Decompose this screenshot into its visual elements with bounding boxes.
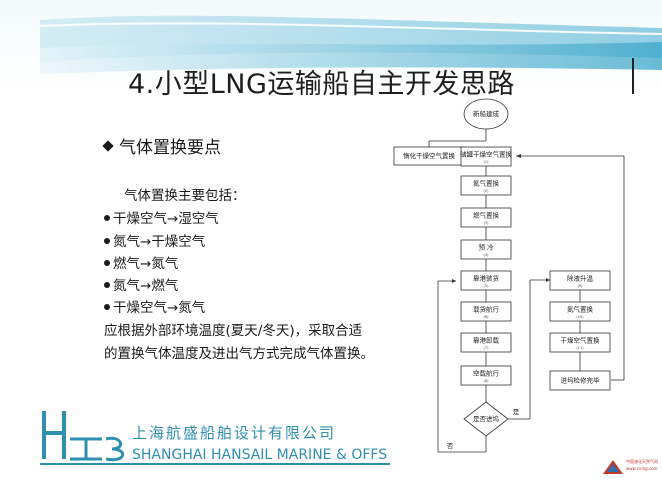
dot-bullet-icon (104, 304, 110, 310)
flow-right-step-label: 进坞检修完毕 (561, 376, 601, 385)
list-item: 氮气→燃气 (104, 274, 178, 294)
arrow-icon: → (140, 234, 152, 250)
flow-right-step (549, 370, 611, 391)
watermark-logo (603, 460, 623, 474)
watermark-text-cn: 中国液化天然气网 (626, 459, 658, 464)
item-to: 氮气 (178, 300, 206, 316)
flowchart: 新船建成 惰化干燥空气置换 储罐干燥空气置换(1)氮气置换(2)燃气置换(3)预… (393, 98, 625, 453)
flow-no-label: 否 (447, 442, 454, 450)
list-item: 干燥空气→氮气 (104, 296, 205, 316)
flow-step-label: 载货航行 (473, 305, 500, 314)
dot-bullet-icon (104, 215, 110, 221)
dot-bullet-icon (104, 282, 110, 288)
section-heading-text: 气体置换要点 (119, 138, 221, 158)
dot-bullet-icon (104, 260, 110, 266)
item-from: 氮气 (113, 234, 140, 250)
flow-right-step-label: 除液升温 (567, 274, 594, 283)
section-heading: 气体置换要点 (102, 133, 221, 158)
item-to: 湿空气 (178, 211, 219, 227)
item-from: 燃气 (113, 256, 140, 272)
watermark-text-en: www.cnlng.com (626, 466, 658, 471)
flow-step-label: 燃气置换 (473, 211, 500, 220)
list-item: 干燥空气→湿空气 (104, 207, 219, 227)
item-from: 干燥空气 (113, 300, 167, 316)
arrow-icon: → (167, 300, 179, 316)
slide-title: 4.小型LNG运输船自主开发思路 (128, 69, 515, 100)
list-item: 燃气→氮气 (104, 252, 178, 272)
company-name-en: SHANGHAI HANSAIL MARINE & OFFS (132, 447, 388, 463)
flow-step-number: (6) (484, 315, 490, 319)
item-from: 干燥空气 (113, 211, 167, 227)
item-to: 干燥空气 (151, 234, 206, 250)
flow-right-step-number: (10) (576, 315, 584, 319)
flow-right-step-label: 干燥空气置换 (561, 336, 601, 345)
flow-step-label: 储罐干燥空气置换 (460, 150, 513, 159)
title-divider (632, 58, 634, 94)
note-line-1: 应根据外部环境温度(夏天/冬天)，采取合适 (104, 323, 363, 339)
flow-step-label: 靠港卸载 (473, 336, 500, 345)
intro-text: 气体置换主要包括： (124, 188, 246, 204)
flow-right-step-number: (9) (578, 284, 584, 288)
flow-step-label: 氮气置换 (473, 179, 500, 188)
arrow-icon: → (167, 211, 179, 227)
flow-step-number: (8) (484, 379, 490, 383)
diamond-bullet-icon (102, 140, 114, 152)
flow-step-number: (5) (484, 284, 490, 288)
flow-step-number: (3) (484, 221, 490, 225)
item-to: 燃气 (151, 278, 179, 294)
flow-step-label: 靠港装货 (473, 274, 500, 283)
flow-step-label: 空载航行 (473, 369, 500, 378)
flow-yes-label: 是 (513, 408, 520, 416)
item-to: 氮气 (151, 256, 179, 272)
company-name-cn: 上海航盛船舶设计有限公司 (132, 424, 337, 442)
note-line-2: 的置换气体温度及进出气方式完成气体置换。 (104, 346, 374, 362)
flow-step-number: (2) (484, 189, 490, 193)
header-banner (0, 0, 662, 95)
item-from: 氮气 (113, 278, 140, 294)
flow-decision-label: 是否进坞 (473, 414, 500, 423)
flow-step-number: (7) (484, 346, 490, 350)
flow-left-label: 惰化干燥空气置换 (403, 151, 456, 160)
arrow-icon: → (140, 278, 152, 294)
flow-step-number: (1) (484, 160, 490, 164)
flow-right-step-number: (11) (576, 346, 584, 350)
flow-step-label: 预 冷 (478, 243, 494, 252)
company-logo (40, 409, 390, 465)
flow-step-number: (4) (484, 253, 490, 257)
flow-right-step-label: 氮气置换 (567, 305, 594, 314)
flow-start-label: 新船建成 (473, 109, 500, 118)
arrow-icon: → (140, 256, 152, 272)
list-item: 氮气→干燥空气 (104, 230, 205, 250)
dot-bullet-icon (104, 238, 110, 244)
